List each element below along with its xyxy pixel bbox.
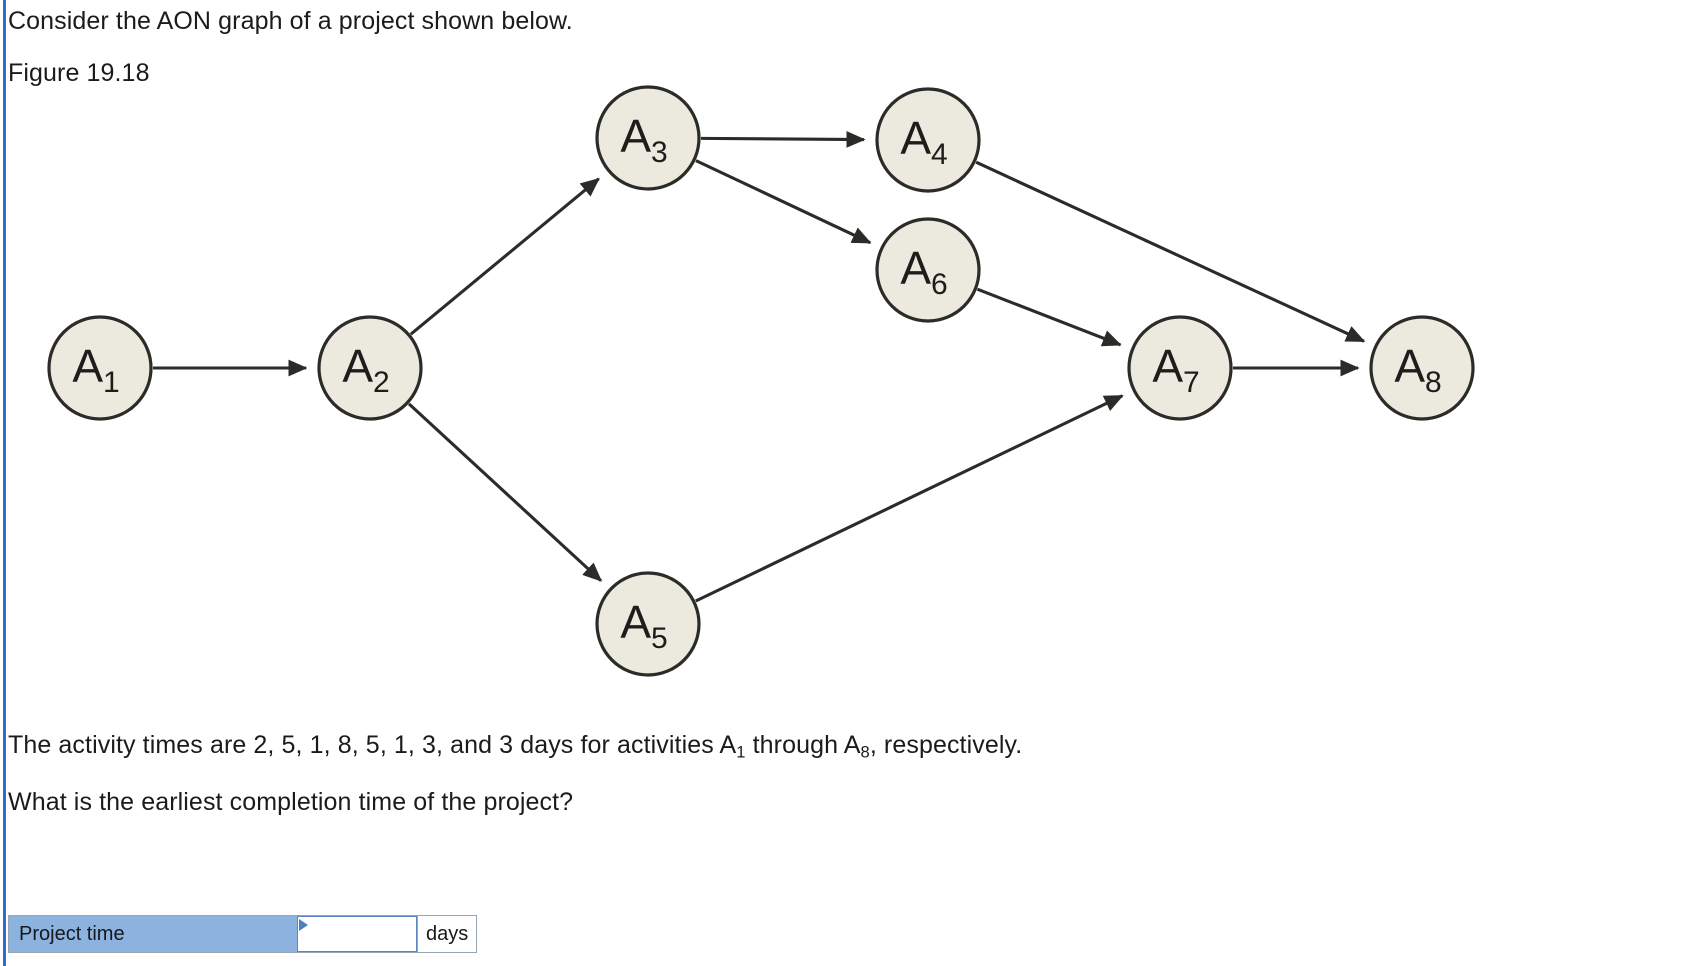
caret-triangle-icon	[299, 919, 308, 931]
edge-a4-to-a8	[975, 160, 1366, 343]
activity-times-prefix: The activity times are 2, 5, 1, 8, 5, 1,…	[8, 731, 737, 759]
node-subscript-a2: 2	[373, 366, 390, 399]
edge-a2-to-a5	[407, 402, 603, 582]
answer-field-label: Project time	[9, 916, 297, 952]
node-subscript-a7: 7	[1183, 366, 1200, 399]
edge-layer	[153, 130, 1366, 603]
node-a5: A5	[595, 571, 701, 677]
node-circle-a4	[875, 87, 981, 193]
figure-label: Figure 19.18	[8, 59, 150, 87]
node-a3: A3	[595, 85, 701, 191]
node-circle-a1	[47, 315, 153, 421]
node-a7: A7	[1127, 315, 1233, 421]
node-a8: A8	[1369, 315, 1475, 421]
node-subscript-a4: 4	[931, 138, 948, 171]
edge-a3-to-a4	[700, 130, 866, 148]
left-accent-rule	[3, 0, 6, 966]
edge-a6-to-a7	[976, 287, 1122, 347]
edge-a5-to-a7	[695, 394, 1124, 603]
node-subscript-a3: 3	[651, 136, 668, 169]
edge-a3-to-a6	[695, 159, 872, 245]
node-circle-a2	[317, 315, 423, 421]
node-label-a4: A4	[900, 112, 947, 171]
activity-times-middle: through A	[745, 731, 861, 759]
node-circle-a8	[1369, 315, 1475, 421]
intro-text: Consider the AON graph of a project show…	[8, 7, 573, 35]
activity-times-suffix: , respectively.	[869, 731, 1023, 759]
node-a6: A6	[875, 217, 981, 323]
answer-entry-widget: Project time days	[8, 915, 478, 953]
node-circle-a3	[595, 85, 701, 191]
node-subscript-a5: 5	[651, 622, 668, 655]
question-prompt: What is the earliest completion time of …	[8, 788, 574, 816]
edge-a2-to-a3	[409, 177, 600, 336]
node-subscript-a8: 8	[1425, 366, 1442, 399]
node-subscript-a6: 6	[931, 268, 948, 301]
node-a2: A2	[317, 315, 423, 421]
activity-times-text: The activity times are 2, 5, 1, 8, 5, 1,…	[8, 730, 1023, 762]
node-circle-a5	[595, 571, 701, 677]
activity-times-sub-first: 1	[736, 743, 746, 762]
node-circle-a7	[1127, 315, 1233, 421]
answer-unit-label: days	[417, 916, 477, 952]
project-time-input[interactable]	[298, 917, 416, 951]
node-label-a6: A6	[900, 242, 947, 301]
node-a4: A4	[875, 87, 981, 193]
node-subscript-a1: 1	[103, 366, 120, 399]
node-circle-a6	[875, 217, 981, 323]
node-a1: A1	[47, 315, 153, 421]
answer-input-container[interactable]	[297, 916, 417, 952]
activity-times-sub-last: 8	[860, 743, 870, 762]
